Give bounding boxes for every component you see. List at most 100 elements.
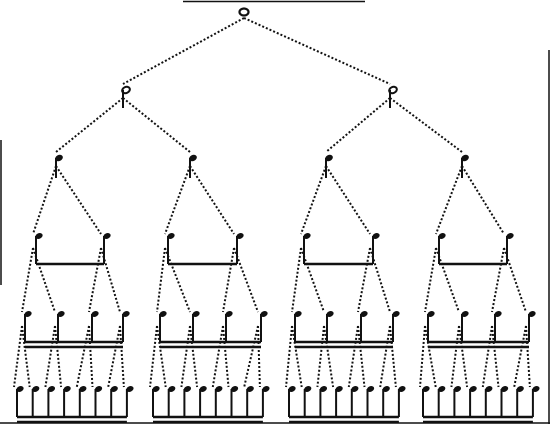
connector-line [257, 325, 261, 388]
thirty-second-note [16, 385, 24, 417]
connector-line [55, 97, 124, 153]
thirty-second-note [152, 385, 160, 417]
connector-line [291, 325, 303, 388]
thirty-second-note [94, 385, 103, 417]
eighth-note [103, 232, 111, 264]
connector-line [503, 247, 527, 313]
thirty-second-note [437, 385, 446, 417]
connector-line [513, 325, 527, 388]
connector-line [122, 17, 245, 85]
thirty-second-note [288, 385, 296, 417]
connector-line [357, 247, 371, 313]
sixteenth-note [326, 310, 334, 342]
thirty-second-note [422, 385, 430, 417]
thirty-second-note [183, 385, 192, 417]
connector-line [233, 247, 259, 313]
sixteenth-note [461, 310, 469, 342]
sixteenth-note [294, 310, 302, 342]
connector-line [435, 165, 463, 235]
thirty-second-note [516, 385, 524, 417]
connector-line [323, 325, 335, 388]
connector-line [424, 325, 437, 388]
thirty-second-note [31, 385, 40, 417]
connector-line [55, 165, 102, 235]
quarter-note [461, 154, 469, 178]
connector-line [189, 165, 235, 235]
connector-line [243, 325, 259, 388]
connector-line [149, 325, 158, 388]
connector-line [435, 247, 460, 313]
thirty-second-note [484, 385, 493, 417]
thirty-second-note [230, 385, 239, 417]
thirty-second-note [199, 385, 207, 417]
thirty-second-note [63, 385, 71, 417]
sixteenth-note [528, 310, 536, 342]
whole-note [238, 7, 250, 17]
connector-line [122, 97, 191, 153]
quarter-note [325, 154, 333, 178]
eighth-note [506, 232, 514, 264]
sixteenth-note [260, 310, 268, 342]
sixteenth-note [392, 310, 400, 342]
quarter-note [55, 154, 63, 178]
thirty-second-note [303, 385, 312, 417]
connector-line [316, 325, 325, 388]
connector-line [156, 325, 167, 388]
connector-line [44, 325, 56, 388]
connector-line [211, 325, 224, 388]
connector-line [100, 247, 121, 313]
thirty-second-note [214, 385, 223, 417]
quarter-note [189, 154, 197, 178]
eighth-note [167, 232, 175, 264]
thirty-second-note [469, 385, 477, 417]
connector-line [300, 247, 325, 313]
eighth-note [236, 232, 244, 264]
connector-line [164, 247, 191, 313]
connector-line [180, 325, 191, 388]
sixteenth-note [225, 310, 233, 342]
thirty-second-note [78, 385, 87, 417]
sixteenth-note [427, 310, 435, 342]
thirty-second-note [167, 385, 176, 417]
connector-line [347, 325, 359, 388]
thirty-second-note [366, 385, 375, 417]
connector-line [424, 247, 437, 313]
connector-line [243, 17, 391, 85]
thirty-second-note [453, 385, 462, 417]
connector-line [461, 165, 505, 235]
connector-line [285, 325, 293, 388]
connector-line [419, 325, 426, 388]
half-note [388, 85, 398, 108]
connector-line [107, 325, 121, 388]
thirty-second-note [382, 385, 390, 417]
connector-line [156, 247, 166, 313]
connector-line [458, 325, 469, 388]
note-heads [16, 7, 540, 417]
connector-line [389, 97, 463, 153]
connector-line [75, 325, 90, 388]
sixteenth-note [494, 310, 502, 342]
connector-line [491, 247, 505, 313]
connector-line [88, 247, 102, 313]
connector-line [21, 247, 34, 313]
thirty-second-note [500, 385, 509, 417]
connector-line [450, 325, 460, 388]
beam-groups [17, 262, 533, 424]
connector-line [325, 165, 371, 235]
connector-line [291, 247, 302, 313]
thirty-second-note [531, 385, 540, 417]
sixteenth-note [91, 310, 99, 342]
connector-line [481, 325, 493, 388]
thirty-second-note [350, 385, 359, 417]
eighth-note [35, 232, 43, 264]
thirty-second-note [47, 385, 56, 417]
connector-line [32, 247, 56, 313]
connector-lines [13, 17, 531, 388]
connector-line [369, 247, 391, 313]
sixteenth-note [159, 310, 167, 342]
sixteenth-note [24, 310, 32, 342]
connector-line [32, 165, 57, 235]
thirty-second-note [335, 385, 343, 417]
connector-line [164, 165, 191, 235]
